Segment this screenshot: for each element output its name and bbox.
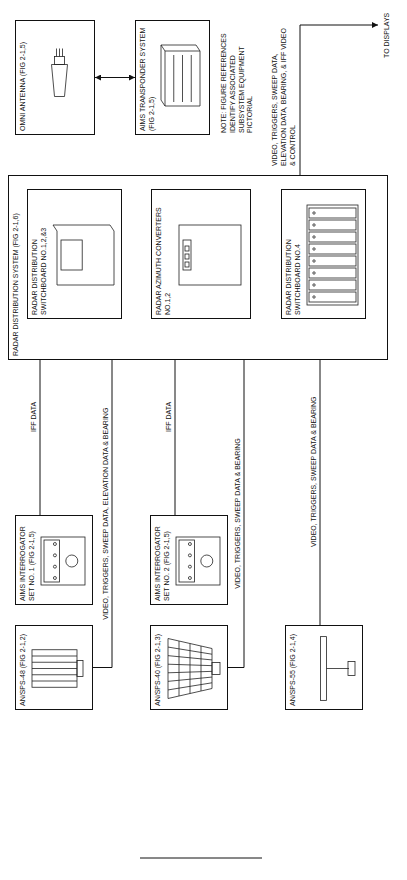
signal-label: VIDEO, TRIGGERS, SWEEP DATA, ELEVATION D… [271, 26, 297, 168]
switchboard-box: RADAR DISTRIBUTION SWITCHBOARD NO.4 [281, 189, 366, 319]
equipment-pictorial [30, 26, 89, 131]
interrogator-set: AIMS INTERROGATOR SET NO. 1 (FIG 2-1,5) [15, 515, 93, 605]
signal-label: VIDEO, TRIGGERS, SWEEP DATA & BEARING [310, 395, 319, 549]
node-label: AIMS TRANSPONDER SYSTEM (FIG 2-1,5) [139, 24, 157, 131]
node-label: AN/SPS-55 (FIG 2-1,4) [289, 629, 298, 706]
equipment-pictorial [174, 521, 222, 601]
signal-label: VIDEO, TRIGGERS, SWEEP DATA, ELEVATION D… [102, 406, 111, 622]
signal-line [95, 77, 135, 78]
footer-rule [140, 858, 262, 859]
signal-label: IFF DATA [30, 400, 39, 434]
switchboard-box: RADAR DISTRIBUTION SWITCHBOARD NO.1,2,&3 [27, 189, 122, 319]
node-label: RADAR AZIMUTH CONVERTERS NO.1,2 [155, 193, 173, 315]
antenna-box: OMNI ANTENNA (FIG 2-1,5) [15, 20, 95, 135]
equipment-pictorial [30, 631, 87, 706]
radar-antenna: AN/SPS-48 (FIG 2-1,2) [15, 625, 93, 710]
equipment-pictorial [51, 195, 116, 315]
equipment-pictorial [300, 631, 357, 706]
node-label: RADAR DISTRIBUTION SWITCHBOARD NO.1,2,&3 [31, 193, 49, 315]
node-label: AIMS INTERROGATOR SET NO. 1 (FIG 2-1,5) [19, 519, 37, 601]
node-label: AIMS INTERROGATOR SET NO. 2 (FIG 2-1,5) [154, 519, 172, 601]
signal-label: VIDEO, TRIGGERS, SWEEP DATA & BEARING [234, 436, 243, 590]
equipment-pictorial [175, 195, 245, 315]
node-label: AN/SPS-48 (FIG 2-1,2) [19, 629, 28, 706]
signal-label: IFF DATA [165, 400, 174, 434]
node-label: OMNI ANTENNA (FIG 2-1,5) [19, 24, 28, 131]
equipment-pictorial [305, 195, 360, 315]
equipment-pictorial [39, 521, 87, 601]
interrogator-set: AIMS INTERROGATOR SET NO. 2 (FIG 2-1,5) [150, 515, 228, 605]
node-label: RADAR DISTRIBUTION SWITCHBOARD NO.4 [285, 193, 303, 315]
signal-line [320, 319, 321, 625]
radar-antenna: AN/SPS-40 (FIG 2-1,3) [150, 625, 228, 710]
node-label: AN/SPS-40 (FIG 2-1,3) [154, 629, 163, 706]
note-text: NOTE: FIGURE REFERENCES IDENTIFY ASSOCIA… [220, 13, 255, 135]
equipment-pictorial [159, 26, 204, 131]
equipment-pictorial [165, 631, 222, 706]
signal-line [228, 319, 244, 668]
transponder-box: AIMS TRANSPONDER SYSTEM (FIG 2-1,5) [135, 20, 210, 135]
node-label: RADAR DISTRIBUTION SYSTEM (FIG 2-1,6) [12, 179, 21, 356]
output-line [300, 25, 378, 175]
converter-box: RADAR AZIMUTH CONVERTERS NO.1,2 [151, 189, 251, 319]
radar-antenna: AN/SPS-55 (FIG 2-1,4) [285, 625, 363, 710]
destination-label: TO DISPLAYS [383, 11, 392, 60]
signal-line [93, 319, 112, 668]
system-box: RADAR DISTRIBUTION SYSTEM (FIG 2-1,6) RAD… [8, 175, 388, 360]
